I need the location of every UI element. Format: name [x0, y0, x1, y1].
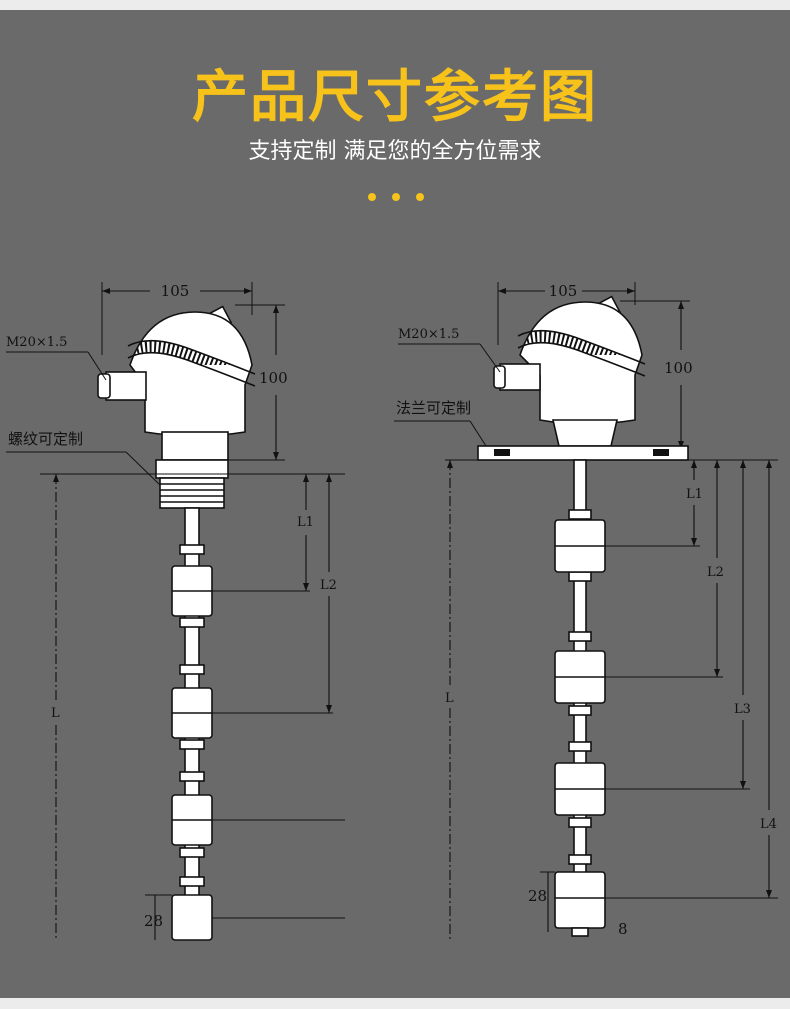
right-head-ribs — [520, 330, 642, 355]
right-end-cap — [571, 927, 589, 937]
left-head-ribs — [130, 340, 252, 365]
arrow — [627, 288, 635, 294]
arrow — [740, 460, 746, 468]
left-l2-label: L2 — [320, 578, 337, 593]
left-height-arrow-t — [273, 305, 279, 313]
left-width-arrow-l — [102, 288, 110, 294]
left-l-label: L — [51, 706, 60, 721]
right-custom-label: 法兰可定制 — [396, 399, 471, 417]
arrow — [447, 460, 453, 468]
rect — [568, 817, 592, 828]
right-float-size-label: 28 — [528, 887, 547, 905]
left-head-body — [129, 311, 253, 437]
left-thread-leader — [87, 351, 107, 381]
right-head-body — [519, 301, 643, 425]
left-head-band-bot — [127, 351, 256, 387]
dot-2 — [392, 193, 400, 201]
right-l2-label: L2 — [707, 565, 724, 580]
rect — [568, 705, 592, 716]
arrow — [303, 474, 309, 482]
left-height-label: 100 — [259, 369, 288, 387]
left-l1-label: L1 — [297, 515, 314, 530]
left-cable-gland-nut — [97, 373, 111, 399]
arrow — [326, 705, 332, 713]
left-collar-4 — [179, 739, 205, 750]
left-width-arrow-r — [244, 288, 252, 294]
left-collar-5 — [179, 771, 205, 782]
left-float-size-label: 28 — [144, 912, 163, 930]
arrow — [498, 288, 506, 294]
top-border — [0, 0, 790, 10]
left-collar-6 — [179, 847, 205, 858]
right-end-size-label: 8 — [618, 920, 628, 938]
right-sensor-diagram: 105 100 — [394, 282, 778, 940]
arrow — [714, 669, 720, 677]
left-collar-7 — [179, 876, 205, 887]
right-flange-hole-r — [653, 449, 669, 456]
rect — [568, 509, 592, 520]
right-l-label: L — [445, 691, 454, 706]
arrow — [678, 301, 684, 309]
dot-1 — [368, 193, 376, 201]
arrow — [326, 474, 332, 482]
left-collar-1 — [179, 544, 205, 555]
dot-3 — [416, 193, 424, 201]
arrow — [691, 460, 697, 468]
arrow — [766, 460, 772, 468]
right-thread-leader — [479, 343, 501, 373]
right-float-4 — [554, 871, 606, 929]
bottom-border — [0, 998, 790, 1009]
left-height-arrow-b — [273, 452, 279, 460]
arrow — [53, 474, 59, 482]
line — [517, 329, 646, 365]
right-l1-label: L1 — [686, 487, 703, 502]
left-collar-2 — [179, 617, 205, 628]
arrow — [714, 460, 720, 468]
left-float-4 — [171, 894, 213, 941]
arrow — [766, 890, 772, 898]
right-thread-label: M20×1.5 — [398, 327, 459, 342]
left-thread-nut — [155, 459, 229, 479]
right-width-label: 105 — [549, 282, 578, 300]
rect — [568, 571, 592, 582]
left-collar-3 — [179, 664, 205, 675]
left-custom-label: 螺纹可定制 — [8, 430, 83, 448]
arrow — [740, 781, 746, 789]
right-height-label: 100 — [664, 359, 693, 377]
line — [517, 341, 646, 377]
rect — [568, 854, 592, 865]
arrow — [678, 441, 684, 449]
right-neck — [551, 419, 619, 447]
left-thread-label: M20×1.5 — [6, 335, 67, 350]
left-sensor-diagram: 105 100 — [6, 282, 345, 941]
arrow — [691, 538, 697, 546]
left-neck — [161, 431, 229, 461]
right-l3-label: L3 — [734, 702, 751, 717]
left-width-label: 105 — [161, 282, 190, 300]
arrow — [303, 583, 309, 591]
right-flange-hole-l — [494, 449, 510, 456]
left-head-band-top — [127, 339, 256, 375]
rect — [568, 741, 592, 752]
page-subtitle: 支持定制 满足您的全方位需求 — [248, 139, 542, 164]
right-custom-leader — [469, 420, 487, 447]
left-cable-gland — [105, 371, 147, 401]
decorative-dots — [368, 193, 428, 203]
right-cable-gland — [499, 363, 541, 391]
left-custom-leader — [125, 451, 161, 486]
page-title: 产品尺寸参考图 — [192, 65, 598, 130]
right-cable-gland-nut — [493, 365, 506, 389]
left-thread — [159, 477, 225, 509]
rect — [568, 631, 592, 642]
right-l4-label: L4 — [760, 817, 777, 832]
